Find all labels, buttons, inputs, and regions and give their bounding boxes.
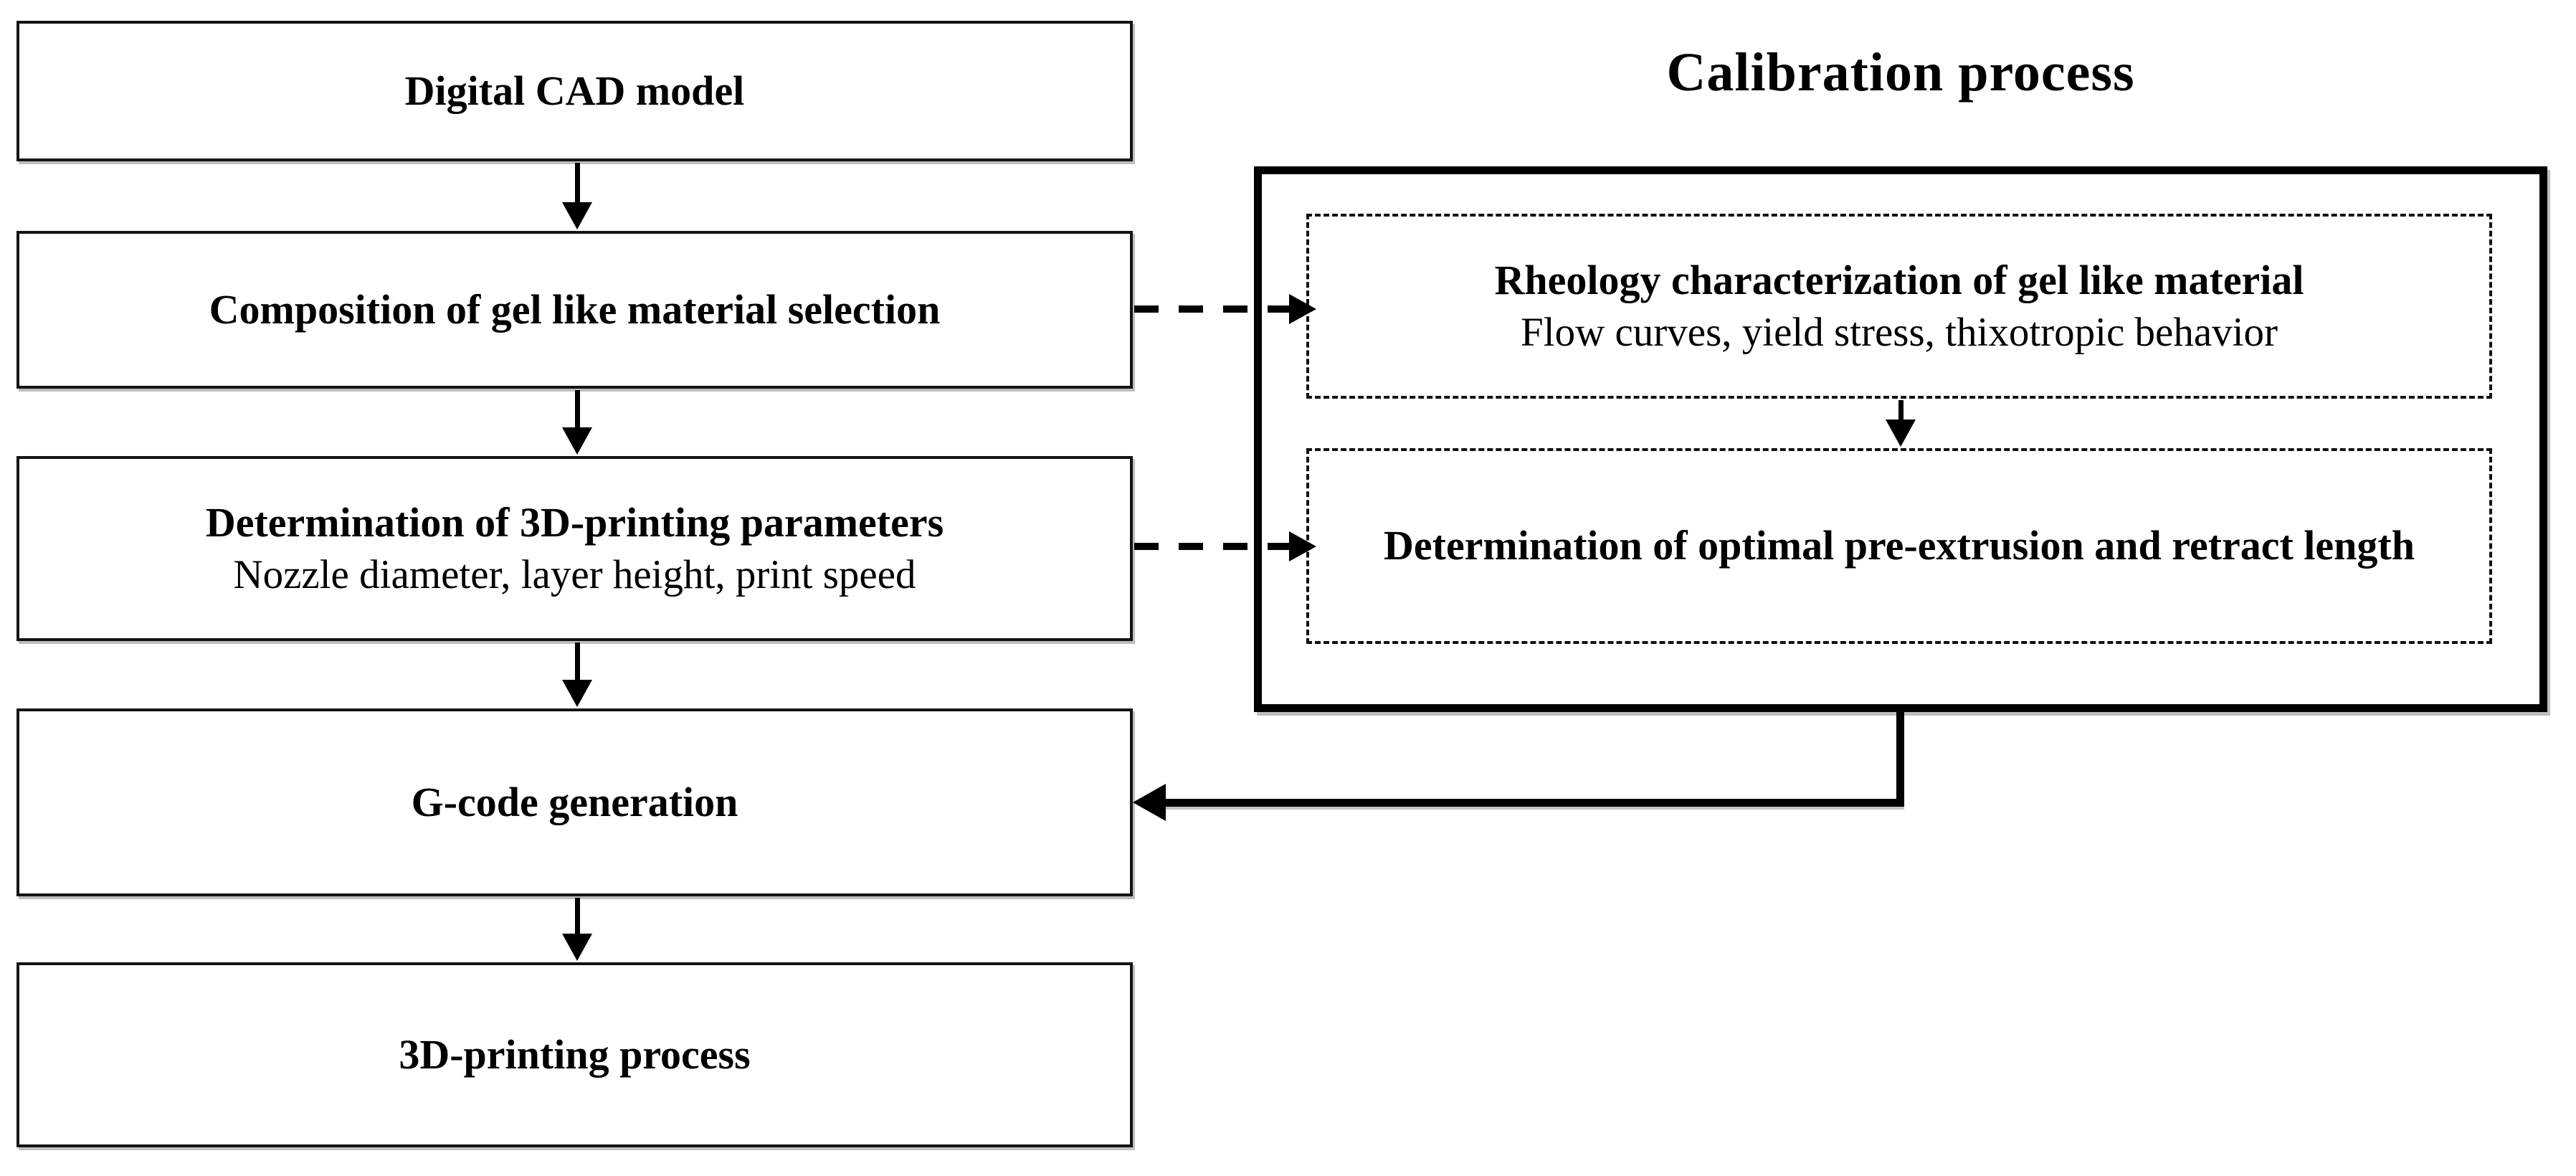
arrow-parameters-to-gcode (562, 642, 592, 707)
flow-box-composition-label: Composition of gel like material selecti… (209, 285, 941, 333)
arrow-shaft (574, 898, 580, 934)
arrowhead-right-icon (1289, 531, 1316, 561)
flow-box-gcode-generation: G-code generation (16, 708, 1133, 896)
calibration-box-pre-extrusion-label: Determination of optimal pre-extrusion a… (1384, 522, 2415, 569)
arrowhead-down-icon (1886, 419, 1916, 447)
arrow-shaft (574, 163, 580, 202)
calibration-box-rheology-label: Rheology characterization of gel like ma… (1494, 257, 2304, 304)
arrow-cad-to-composition (562, 163, 592, 229)
flow-box-gcode-generation-label: G-code generation (411, 778, 738, 825)
return-arrow-horizontal-segment (1164, 799, 1904, 807)
arrow-shaft (574, 642, 580, 680)
flow-box-printing-parameters: Determination of 3D-printing parameters … (16, 456, 1133, 641)
arrowhead-right-icon (1289, 294, 1316, 324)
arrow-composition-to-parameters (562, 390, 592, 455)
arrowhead-left-icon (1133, 784, 1166, 821)
flow-box-composition: Composition of gel like material selecti… (16, 231, 1133, 389)
return-arrow-vertical-segment (1896, 706, 1904, 807)
arrowhead-down-icon (562, 427, 592, 455)
dashed-arrow-line (1134, 543, 1289, 550)
flow-box-digital-cad-model-label: Digital CAD model (404, 67, 745, 114)
arrowhead-down-icon (562, 202, 592, 229)
calibration-box-rheology: Rheology characterization of gel like ma… (1306, 214, 2492, 399)
flow-box-3d-printing-process: 3D-printing process (16, 962, 1133, 1147)
arrow-gcode-to-printing (562, 898, 592, 961)
flow-box-digital-cad-model: Digital CAD model (16, 21, 1133, 161)
flow-box-printing-parameters-sublabel: Nozzle diameter, layer height, print spe… (233, 551, 916, 597)
arrowhead-down-icon (562, 934, 592, 961)
arrow-rheology-to-pre-extrusion (1886, 400, 1916, 447)
arrow-shaft (1898, 400, 1904, 419)
arrow-shaft (574, 390, 580, 427)
calibration-box-pre-extrusion: Determination of optimal pre-extrusion a… (1306, 448, 2492, 644)
flow-box-printing-parameters-label: Determination of 3D-printing parameters (205, 499, 944, 546)
flow-box-3d-printing-process-label: 3D-printing process (399, 1030, 751, 1078)
arrowhead-down-icon (562, 680, 592, 707)
calibration-box-rheology-sublabel: Flow curves, yield stress, thixotropic b… (1521, 309, 2278, 355)
calibration-title: Calibration process (1666, 42, 2135, 103)
dashed-arrow-line (1134, 305, 1289, 313)
